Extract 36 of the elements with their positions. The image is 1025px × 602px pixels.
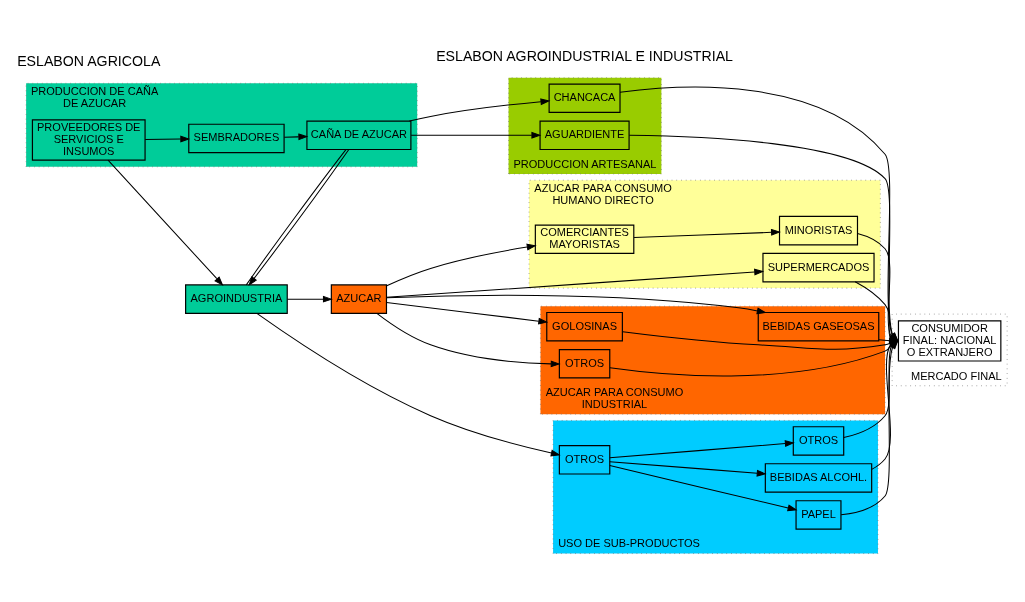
node-box: CAÑA DE AZUCAR — [306, 120, 412, 150]
arrow — [376, 312, 561, 367]
arrow — [283, 132, 309, 140]
arrow — [410, 131, 542, 139]
node-box: COMERCIANTES MAYORISTAS — [534, 224, 635, 254]
node-box: PROVEEDORES DE SERVICIOS E INSUMOS — [31, 118, 146, 161]
node-box: SUPERMERCADOS — [762, 252, 875, 282]
node-box: OTROS — [792, 425, 845, 456]
arrow — [286, 295, 333, 303]
node-box: MINORISTAS — [778, 215, 859, 245]
node-box: CHANCACA — [548, 83, 621, 113]
arrow — [408, 97, 551, 122]
arrow — [386, 243, 537, 286]
node-box: PAPEL — [795, 499, 842, 530]
arrow — [609, 464, 798, 511]
node-box: OTROS — [558, 444, 611, 475]
node-box: AGROINDUSTRIA — [185, 283, 288, 314]
node-box: CONSUMIDOR FINAL: NACIONAL O EXTRANJERO — [897, 319, 1002, 362]
arrow — [633, 228, 781, 238]
arrow — [609, 460, 767, 477]
node-box: BEBIDAS GASEOSAS — [757, 311, 880, 341]
arrow — [256, 312, 561, 456]
node-box: GOLOSINAS — [546, 311, 623, 341]
node-box: SEMBRADORES — [188, 123, 285, 153]
label: ESLABON AGRICOLA — [17, 52, 161, 69]
node-box: AGUARDIENTE — [539, 120, 630, 150]
arrow — [107, 159, 224, 286]
node-box: OTROS — [558, 348, 611, 378]
arrow — [385, 294, 767, 314]
node-box: BEBIDAS ALCOHL. — [764, 462, 873, 493]
arrow — [609, 439, 795, 458]
label: ESLABON AGROINDUSTRIAL E INDUSTRIAL — [436, 47, 733, 64]
arrow — [386, 268, 765, 298]
arrow — [144, 135, 191, 143]
node-box: AZUCAR — [330, 283, 388, 314]
arrow — [386, 301, 549, 325]
